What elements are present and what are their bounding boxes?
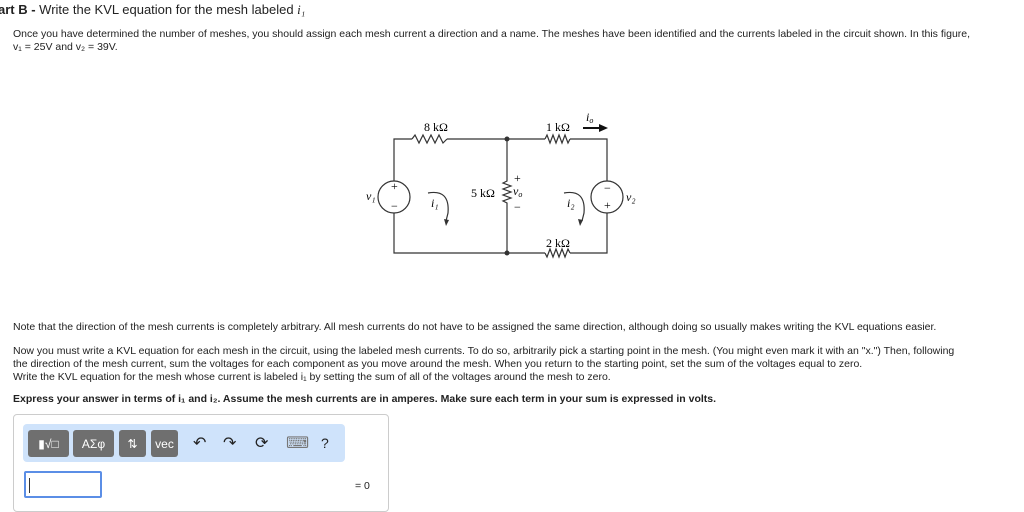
- svg-text:io: io: [586, 110, 593, 125]
- svg-text:−: −: [604, 181, 611, 195]
- svg-text:5 kΩ: 5 kΩ: [471, 186, 495, 200]
- svg-text:i₂: i₂: [567, 196, 575, 210]
- resistor-5k: [501, 139, 513, 253]
- svg-text:v₁: v₁: [366, 189, 376, 203]
- svg-text:v₂: v₂: [626, 190, 636, 204]
- resistor-2k: [544, 247, 571, 259]
- express-instruction: Express your answer in terms of i₁ and i…: [13, 393, 717, 405]
- svg-text:1 kΩ: 1 kΩ: [546, 120, 570, 134]
- source-v2: [590, 180, 624, 214]
- svg-text:+: +: [391, 179, 398, 193]
- resistor-8k: [411, 133, 448, 145]
- instruction-line2: the direction of the mesh current, sum t…: [13, 358, 863, 370]
- templates-button[interactable]: ▮√□: [28, 430, 69, 457]
- help-icon[interactable]: ?: [321, 435, 329, 451]
- instruction-line3: Write the KVL equation for the mesh whos…: [13, 371, 611, 383]
- intro-line2: v₁ = 25V and v₂ = 39V.: [13, 41, 118, 53]
- svg-text:8 kΩ: 8 kΩ: [424, 120, 448, 134]
- svg-text:+: +: [514, 171, 521, 185]
- note-text: Note that the direction of the mesh curr…: [13, 321, 937, 333]
- svg-text:−: −: [514, 200, 521, 214]
- arrows-button[interactable]: ⇅: [119, 430, 146, 457]
- reset-icon[interactable]: ⟳: [255, 435, 269, 452]
- redo-icon[interactable]: ↷: [223, 435, 237, 452]
- svg-text:+: +: [604, 198, 611, 212]
- math-toolbar: ▮√□ ΑΣφ ⇅ vec ↶ ↷ ⟳ ⌨ ?: [23, 424, 345, 462]
- resistor-1k: [544, 133, 571, 145]
- equals-zero-label: = 0: [355, 480, 370, 492]
- svg-text:vo: vo: [513, 184, 522, 199]
- intro-line1: Once you have determined the number of m…: [13, 28, 971, 40]
- svg-text:2 kΩ: 2 kΩ: [546, 236, 570, 250]
- source-v1: [377, 180, 411, 214]
- answer-input[interactable]: [24, 471, 102, 498]
- greek-button[interactable]: ΑΣφ: [73, 430, 114, 457]
- svg-text:i₁: i₁: [431, 196, 439, 210]
- circuit-diagram: 8 kΩ 1 kΩ io 5 kΩ 2 kΩ v₁ v₂ vo i₁ i₂ + …: [366, 110, 636, 259]
- keyboard-icon[interactable]: ⌨: [286, 435, 310, 452]
- part-title: art B - Write the KVL equation for the m…: [0, 2, 306, 17]
- instruction-line1: Now you must write a KVL equation for ea…: [13, 345, 955, 357]
- svg-text:−: −: [391, 199, 398, 213]
- undo-icon[interactable]: ↶: [193, 435, 207, 452]
- mesh-i1-arrow: [427, 191, 449, 222]
- vec-button[interactable]: vec: [151, 430, 178, 457]
